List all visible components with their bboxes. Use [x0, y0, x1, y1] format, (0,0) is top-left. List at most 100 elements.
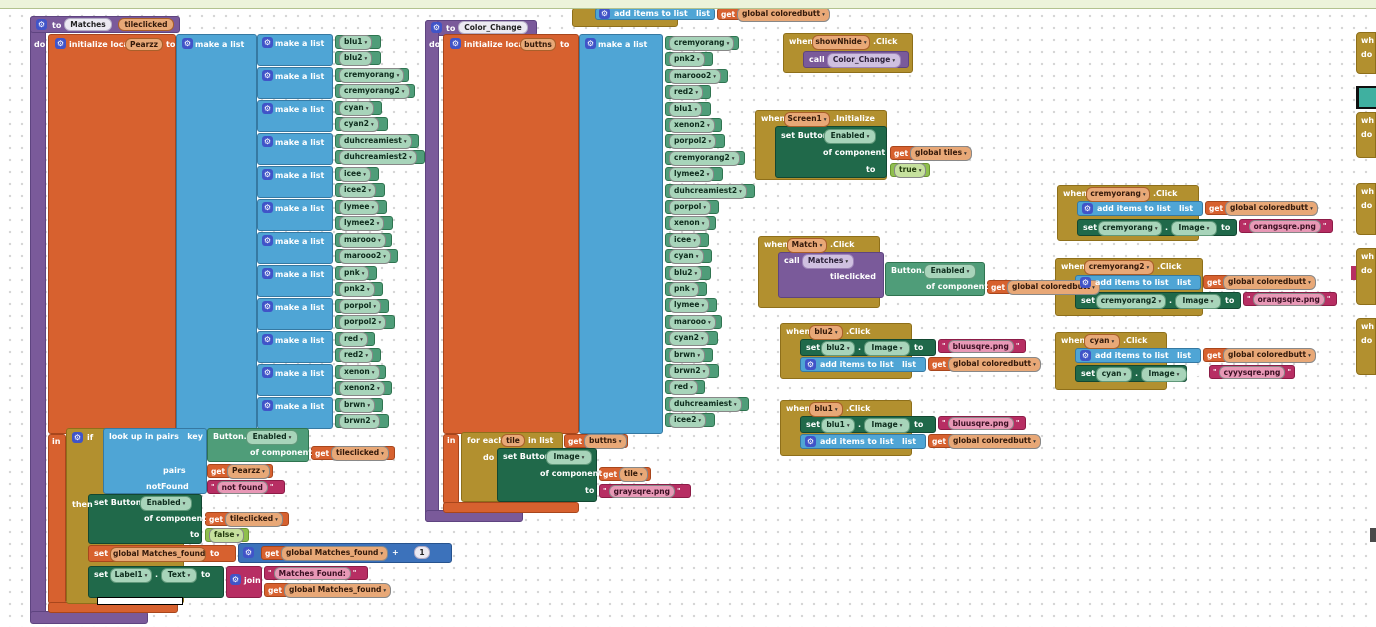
mutator-gear-icon[interactable]: ⚙ [1080, 350, 1091, 361]
init-local-buttns-body[interactable] [443, 34, 579, 434]
field-pill[interactable]: global coloredbutt▾ [948, 433, 1041, 449]
component-pill-lymee2[interactable]: lymee2▾ [665, 166, 723, 182]
field-pill[interactable]: cyan▾ [669, 248, 704, 264]
mutator-gear-icon[interactable]: ⚙ [450, 38, 461, 49]
component-pill-brwn[interactable]: brwn▾ [335, 397, 383, 413]
field-pill[interactable]: xenon2▾ [669, 117, 715, 133]
component-field[interactable]: blu1▾ [821, 418, 855, 433]
field-pill[interactable]: porpol2▾ [669, 133, 717, 149]
variable-field[interactable]: global Matches_found▾ [110, 547, 206, 562]
component-pill-porpol[interactable]: porpol▾ [665, 199, 719, 215]
text-bluusqre[interactable]: "bluusqre.png" [938, 416, 1026, 430]
component-pill-brwn2[interactable]: brwn2▾ [335, 413, 389, 429]
component-pill-cyan[interactable]: cyan▾ [665, 248, 712, 264]
mutator-gear-icon[interactable]: ⚙ [262, 136, 273, 147]
component-pill-blu2[interactable]: blu2▾ [335, 50, 381, 66]
component-pill-cremyorang2[interactable]: cremyorang2▾ [665, 150, 745, 166]
component-pill-pnk[interactable]: pnk▾ [665, 281, 707, 297]
field-pill[interactable]: red2▾ [339, 347, 374, 363]
field-pill[interactable]: porpol▾ [669, 199, 712, 215]
component-pill-brwn[interactable]: brwn▾ [665, 347, 713, 363]
field-pill[interactable]: global Matches_found▾ [284, 582, 392, 598]
component-pill-lymee[interactable]: lymee▾ [665, 297, 717, 313]
field-pill[interactable]: global coloredbutt▾ [948, 356, 1041, 372]
field-pill[interactable]: cremyorang2▾ [339, 83, 410, 99]
field-pill[interactable]: lymee▾ [339, 199, 380, 215]
mutator-gear-icon[interactable]: ⚙ [262, 235, 273, 246]
logic-true-block[interactable]: true▾ [890, 162, 930, 178]
field-pill[interactable]: tile▾ [619, 466, 648, 482]
property-field[interactable]: Image▾ [864, 341, 910, 356]
mutator-gear-icon[interactable]: ⚙ [36, 19, 47, 30]
proc-ref-field[interactable]: Matches▾ [802, 254, 854, 269]
mutator-gear-icon[interactable]: ⚙ [431, 22, 442, 33]
field-pill[interactable]: brwn2▾ [669, 363, 711, 379]
field-pill[interactable]: icee▾ [339, 166, 371, 182]
mutator-gear-icon[interactable]: ⚙ [262, 268, 273, 279]
event-component-field[interactable]: showNhide▾ [812, 35, 870, 50]
component-field[interactable]: blu2▾ [821, 341, 855, 356]
proc-ref-field[interactable]: Color_Change▾ [827, 53, 901, 68]
field-pill[interactable]: blu1▾ [669, 101, 703, 117]
component-pill-xenon2[interactable]: xenon2▾ [335, 380, 392, 396]
property-field[interactable]: Enabled▾ [924, 264, 976, 279]
field-pill[interactable]: global coloredbutt▾ [1007, 279, 1100, 295]
field-pill[interactable]: xenon2▾ [339, 380, 385, 396]
field-pill[interactable]: cyan2▾ [669, 330, 709, 346]
component-pill-duhcreamiest[interactable]: duhcreamiest▾ [335, 133, 419, 149]
mutator-gear-icon[interactable]: ⚙ [1080, 277, 1091, 288]
field-pill[interactable]: red▾ [669, 379, 698, 395]
property-field[interactable]: Enabled▾ [140, 496, 192, 511]
field-pill[interactable]: xenon▾ [339, 364, 380, 380]
field-pill[interactable]: lymee2▾ [669, 166, 715, 182]
component-field[interactable]: cyan▾ [1096, 367, 1132, 382]
field-pill[interactable]: orangsqre.png [1252, 292, 1325, 306]
component-pill-icee[interactable]: icee▾ [665, 232, 709, 248]
text-bluusqre[interactable]: "bluusqre.png" [938, 339, 1026, 353]
component-pill-blu1[interactable]: blu1▾ [335, 34, 381, 50]
component-pill-cremyorang[interactable]: cremyorang▾ [335, 67, 409, 83]
property-field[interactable]: Image▾ [1175, 294, 1221, 309]
field-pill[interactable]: brwn2▾ [339, 413, 381, 429]
init-local-buttns-bottom[interactable] [443, 502, 579, 513]
field-pill[interactable]: icee▾ [669, 232, 701, 248]
component-pill-marooo2[interactable]: marooo2▾ [335, 248, 398, 264]
property-field[interactable]: Text▾ [161, 568, 197, 583]
add-items-to-list-block[interactable] [1075, 348, 1201, 363]
field-pill[interactable]: global tiles▾ [910, 145, 972, 161]
text-graysqre[interactable]: "graysqre.png" [599, 484, 691, 498]
field-pill[interactable]: pnk2▾ [339, 281, 375, 297]
text-orangsqre[interactable]: "orangsqre.png" [1239, 219, 1333, 233]
component-pill-xenon[interactable]: xenon▾ [335, 364, 386, 380]
component-pill-marooo[interactable]: marooo▾ [665, 314, 722, 330]
text-orangsqre[interactable]: "orangsqre.png" [1243, 292, 1337, 306]
component-pill-duhcreamiest[interactable]: duhcreamiest▾ [665, 396, 749, 412]
logic-false-block[interactable]: false▾ [205, 527, 249, 543]
mutator-gear-icon[interactable]: ⚙ [805, 359, 816, 370]
text-not-found[interactable]: "not found" [207, 480, 285, 494]
component-pill-cremyorang2[interactable]: cremyorang2▾ [335, 83, 415, 99]
field-pill[interactable]: global coloredbutt▾ [1225, 200, 1318, 216]
field-pill[interactable]: red▾ [339, 331, 368, 347]
component-pill-porpol2[interactable]: porpol2▾ [665, 133, 725, 149]
mutator-gear-icon[interactable]: ⚙ [262, 400, 273, 411]
component-pill-marooo2[interactable]: marooo2▾ [665, 68, 728, 84]
mutator-gear-icon[interactable]: ⚙ [230, 574, 241, 585]
number-field[interactable]: 1 [414, 546, 430, 559]
mutator-gear-icon[interactable]: ⚙ [262, 334, 273, 345]
component-pill-lymee[interactable]: lymee▾ [335, 199, 387, 215]
component-pill-pnk2[interactable]: pnk2▾ [665, 51, 713, 67]
mutator-gear-icon[interactable]: ⚙ [262, 367, 273, 378]
event-component-field[interactable]: cremyorang▾ [1086, 187, 1150, 202]
add-items-to-list-block[interactable] [800, 434, 926, 449]
field-pill[interactable]: cremyorang2▾ [669, 150, 740, 166]
field-pill[interactable]: cyan▾ [339, 100, 374, 116]
make-a-list-outer[interactable] [176, 34, 257, 434]
field-pill[interactable]: global coloredbutt▾ [1223, 347, 1316, 363]
property-field[interactable]: Image▾ [546, 450, 592, 465]
field-pill[interactable]: duhcreamiest▾ [339, 133, 412, 149]
component-pill-xenon[interactable]: xenon▾ [665, 215, 716, 231]
